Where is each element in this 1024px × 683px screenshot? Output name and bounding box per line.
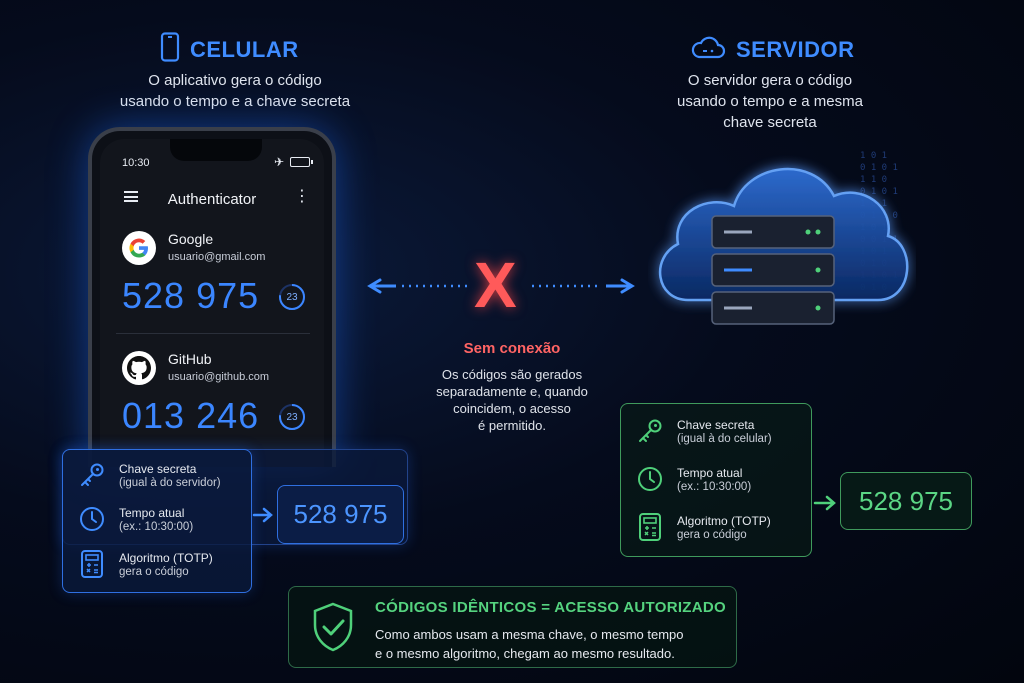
time-label: Tempo atual bbox=[677, 466, 743, 480]
cloud-server-illustration bbox=[648, 140, 916, 345]
status-time: 10:30 bbox=[122, 157, 150, 169]
key-icon bbox=[635, 416, 665, 446]
status-bar-icons: ✈ bbox=[273, 155, 313, 169]
phone-card-time-row: Tempo atual (ex.: 10:30:00) bbox=[77, 504, 193, 534]
account-item-google[interactable]: Google usuario@gmail.com 528 975 23 bbox=[122, 231, 310, 331]
phone-screen: 10:30 ✈ Authenticator ⋮ Google usuario@g… bbox=[100, 139, 324, 467]
algo-label: Algoritmo (TOTP) bbox=[677, 514, 771, 528]
algo-sub: gera o código bbox=[677, 529, 747, 541]
phone-info-card: Chave secreta (igual à do servidor) Temp… bbox=[62, 449, 252, 593]
right-dotted-arrow bbox=[530, 276, 636, 301]
server-section-subtitle: O servidor gera o código usando o tempo … bbox=[677, 72, 863, 131]
account-name: GitHub bbox=[168, 351, 212, 367]
phone-notch bbox=[170, 139, 262, 161]
connection-status: Sem conexão bbox=[463, 340, 561, 357]
shield-check-icon bbox=[311, 601, 355, 658]
google-logo-icon bbox=[122, 231, 156, 265]
smartphone-icon bbox=[160, 32, 180, 67]
banner-title: CÓDIGOS IDÊNTICOS = ACESSO AUTORIZADO bbox=[375, 599, 726, 616]
server-card-key-row: Chave secreta (igual à do celular) bbox=[635, 416, 772, 446]
countdown-ring-icon bbox=[279, 404, 305, 430]
clock-icon bbox=[77, 504, 107, 534]
phone-section-subtitle: O aplicativo gera o código usando o temp… bbox=[119, 72, 351, 110]
phone-section-header: CELULAR bbox=[160, 32, 299, 67]
disconnected-x-icon: X bbox=[474, 249, 517, 321]
account-item-github[interactable]: GitHub usuario@github.com 013 246 23 bbox=[122, 351, 310, 451]
left-dotted-arrow bbox=[366, 276, 476, 301]
server-section-header: SERVIDOR bbox=[690, 34, 855, 65]
phone-section-title: CELULAR bbox=[190, 36, 299, 62]
banner-body: Como ambos usam a mesma chave, o mesmo t… bbox=[375, 627, 684, 661]
account-email: usuario@gmail.com bbox=[168, 251, 266, 263]
time-label: Tempo atual bbox=[119, 506, 185, 520]
account-divider bbox=[116, 333, 310, 334]
app-bar: Authenticator ⋮ bbox=[100, 187, 324, 211]
server-card-algo-row: Algoritmo (TOTP) gera o código bbox=[635, 512, 771, 542]
time-sub: (ex.: 10:30:00) bbox=[119, 521, 194, 533]
key-sub: (igual à do celular) bbox=[677, 433, 772, 445]
key-label: Chave secreta bbox=[677, 418, 755, 432]
more-options-icon[interactable]: ⋮ bbox=[294, 188, 310, 205]
countdown-timer: 23 bbox=[278, 403, 306, 431]
clock-icon bbox=[635, 464, 665, 494]
result-banner: CÓDIGOS IDÊNTICOS = ACESSO AUTORIZADO Co… bbox=[288, 586, 737, 668]
time-sub: (ex.: 10:30:00) bbox=[677, 481, 752, 493]
phone-card-key-row: Chave secreta (igual à do servidor) bbox=[77, 460, 221, 490]
otp-code: 528 975 bbox=[122, 275, 260, 316]
calculator-icon bbox=[635, 512, 665, 542]
server-info-card: Chave secreta (igual à do celular) Tempo… bbox=[620, 403, 812, 557]
server-result-code: 528 975 bbox=[840, 472, 972, 530]
server-section-title: SERVIDOR bbox=[736, 36, 855, 62]
github-logo-icon bbox=[122, 351, 156, 385]
algo-label: Algoritmo (TOTP) bbox=[119, 551, 213, 565]
phone-card-algo-row: Algoritmo (TOTP) gera o código bbox=[77, 549, 213, 579]
server-rack-icon bbox=[711, 215, 835, 325]
calculator-icon bbox=[77, 549, 107, 579]
timer-seconds: 23 bbox=[286, 411, 298, 423]
server-result-arrow bbox=[813, 493, 839, 518]
app-title: Authenticator bbox=[167, 190, 257, 208]
phone-result-code: 528 975 bbox=[277, 485, 404, 544]
key-icon bbox=[77, 460, 107, 490]
otp-code: 013 246 bbox=[122, 395, 260, 436]
cloud-server-icon bbox=[690, 34, 726, 65]
airplane-icon: ✈ bbox=[273, 155, 284, 169]
key-label: Chave secreta bbox=[119, 462, 197, 476]
smartphone: 10:30 ✈ Authenticator ⋮ Google usuario@g… bbox=[88, 127, 336, 467]
battery-icon bbox=[290, 157, 313, 167]
server-card-time-row: Tempo atual (ex.: 10:30:00) bbox=[635, 464, 751, 494]
phone-result-arrow bbox=[252, 505, 276, 530]
key-sub: (igual à do servidor) bbox=[119, 477, 221, 489]
algo-sub: gera o código bbox=[119, 566, 189, 578]
countdown-timer: 23 bbox=[278, 283, 306, 311]
countdown-ring-icon bbox=[279, 284, 305, 310]
hamburger-menu-icon[interactable] bbox=[124, 191, 138, 202]
timer-seconds: 23 bbox=[286, 291, 298, 303]
account-email: usuario@github.com bbox=[168, 371, 270, 383]
account-name: Google bbox=[168, 231, 214, 247]
connection-description: Os códigos são gerados separadamente e, … bbox=[436, 367, 588, 433]
